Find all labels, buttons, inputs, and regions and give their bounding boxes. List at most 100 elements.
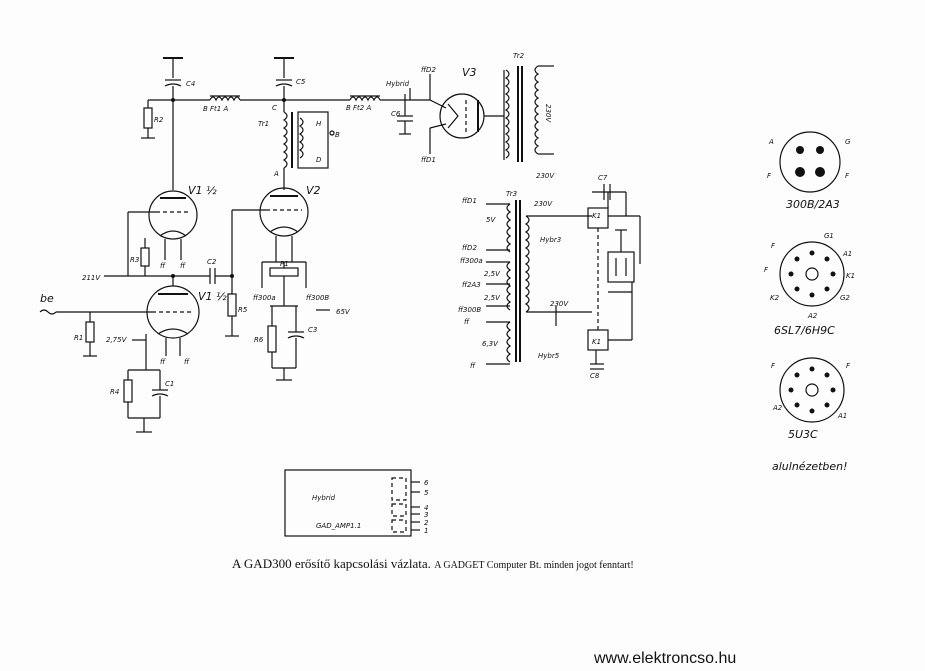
svg-text:C1: C1 — [165, 380, 174, 388]
relay-section: 230V Hybr3 230V Hybr5 K1 K1 C7 C8 — [526, 174, 641, 380]
svg-text:Tr1: Tr1 — [258, 120, 269, 128]
svg-text:ffD2: ffD2 — [421, 66, 436, 74]
svg-text:5: 5 — [424, 489, 429, 497]
svg-text:D: D — [316, 156, 322, 164]
svg-text:6SL7/6H9C: 6SL7/6H9C — [774, 324, 835, 337]
svg-text:1: 1 — [424, 527, 428, 535]
svg-text:B Ft2 A: B Ft2 A — [346, 104, 371, 112]
svg-text:P1: P1 — [280, 260, 289, 268]
svg-text:F: F — [771, 362, 776, 370]
svg-text:K1: K1 — [592, 338, 601, 346]
svg-text:ff300B: ff300B — [306, 294, 329, 302]
svg-text:C6: C6 — [391, 110, 401, 118]
svg-text:230V: 230V — [544, 104, 552, 123]
svg-text:ff: ff — [180, 262, 186, 270]
tr3-transformer: Tr3 ffD1 5V ffD2 ff300a 2,5V ff2A3 2,5V … — [458, 190, 530, 370]
svg-text:R4: R4 — [110, 388, 119, 396]
figure-caption: A GAD300 erősítő kapcsolási vázlata. A G… — [232, 556, 634, 572]
svg-text:300B/2A3: 300B/2A3 — [786, 198, 840, 211]
svg-text:R3: R3 — [130, 256, 139, 264]
r6-resistor: R6 — [254, 306, 277, 368]
c3-capacitor: C3 — [287, 306, 317, 368]
svg-text:GAD_AMP1.1: GAD_AMP1.1 — [316, 522, 361, 530]
tube-pinout-300b: A G F F 300B/2A3 — [767, 131, 851, 211]
c1-capacitor: C1 — [151, 370, 174, 418]
tube-pinout-5u3c: F F A2 A1 5U3C — [771, 357, 851, 441]
r2-resistor: R2 — [141, 100, 164, 139]
p1-potentiometer: P1 — [261, 260, 307, 288]
svg-text:4: 4 — [424, 504, 428, 512]
svg-text:F: F — [845, 172, 850, 180]
svg-text:K1: K1 — [846, 272, 855, 280]
r1-resistor: R1 — [74, 312, 97, 357]
svg-text:B: B — [335, 131, 340, 139]
c4-capacitor: C4 — [163, 57, 195, 100]
svg-text:Tr3: Tr3 — [506, 190, 517, 198]
svg-text:F: F — [764, 266, 769, 274]
r4-resistor: R4 — [110, 370, 133, 418]
svg-text:C: C — [272, 104, 277, 112]
svg-text:R5: R5 — [238, 306, 248, 314]
svg-text:C3: C3 — [308, 326, 317, 334]
svg-text:6: 6 — [424, 479, 429, 487]
svg-text:211V: 211V — [82, 274, 101, 282]
svg-text:6,3V: 6,3V — [482, 340, 499, 348]
svg-text:R2: R2 — [154, 116, 164, 124]
svg-text:C7: C7 — [598, 174, 608, 182]
svg-text:be: be — [40, 292, 54, 305]
svg-text:230V: 230V — [550, 300, 569, 308]
svg-text:K2: K2 — [770, 294, 780, 302]
svg-text:65V: 65V — [336, 308, 351, 316]
svg-text:ffD1: ffD1 — [462, 197, 477, 205]
c6-capacitor: C6 — [391, 100, 413, 135]
svg-text:Tr2: Tr2 — [513, 52, 525, 60]
svg-text:V2: V2 — [306, 184, 321, 197]
svg-text:ff: ff — [184, 358, 190, 366]
svg-text:F: F — [771, 242, 776, 250]
v1b-tube: V1 ½ — [146, 285, 227, 339]
svg-text:ff2A3: ff2A3 — [462, 281, 481, 289]
svg-text:C4: C4 — [186, 80, 195, 88]
svg-text:2,5V: 2,5V — [484, 294, 501, 302]
svg-text:V3: V3 — [462, 66, 477, 79]
v2-tube: V2 — [259, 184, 321, 237]
svg-text:230V: 230V — [534, 200, 553, 208]
svg-text:V1 ½: V1 ½ — [198, 290, 227, 303]
svg-text:A1: A1 — [842, 250, 852, 258]
svg-text:ff300B: ff300B — [458, 306, 481, 314]
hybrid-board: Hybrid GAD_AMP1.1 6 5 4 3 2 1 — [284, 469, 429, 537]
svg-text:A: A — [768, 138, 774, 146]
r3-resistor: R3 — [130, 238, 150, 276]
svg-text:G2: G2 — [840, 294, 850, 302]
caption-title: A GAD300 erősítő kapcsolási vázlata. — [232, 556, 431, 571]
svg-text:5V: 5V — [486, 216, 496, 224]
svg-text:ffD2: ffD2 — [462, 244, 477, 252]
svg-text:230V: 230V — [536, 172, 555, 180]
svg-text:C2: C2 — [207, 258, 217, 266]
svg-text:A1: A1 — [837, 412, 847, 420]
svg-text:Hybrid: Hybrid — [386, 80, 410, 88]
ft1-choke: B Ft1 A — [203, 95, 284, 113]
svg-text:2: 2 — [424, 519, 429, 527]
svg-text:ff: ff — [470, 362, 476, 370]
tr1-transformer: Tr1 C A H D B — [258, 100, 340, 178]
v3-tube: V3 ffD2 ffD1 — [421, 66, 485, 164]
c5-capacitor: C5 — [274, 57, 306, 100]
tr2-transformer: Tr2 230V 230V — [484, 52, 555, 180]
tube-pinout-6sl7: F F G1 A1 K1 K2 G2 A2 6SL7/6H9C — [764, 232, 855, 337]
c2-capacitor: C2 — [207, 258, 232, 284]
svg-text:ff300a: ff300a — [253, 294, 276, 302]
r5-resistor: R5 — [225, 280, 248, 337]
svg-text:2,75V: 2,75V — [106, 336, 128, 344]
svg-text:F: F — [846, 362, 851, 370]
svg-text:C8: C8 — [590, 372, 600, 380]
v1a-tube: V1 ½ — [127, 184, 217, 276]
svg-text:H: H — [316, 120, 322, 128]
caption-rights: A GADGET Computer Bt. minden jogot fennt… — [434, 560, 634, 571]
svg-text:C5: C5 — [296, 78, 306, 86]
website-url: www.elektroncso.hu — [594, 650, 737, 667]
svg-text:R1: R1 — [74, 334, 83, 342]
svg-text:K1: K1 — [592, 212, 601, 220]
svg-text:A2: A2 — [807, 312, 818, 320]
